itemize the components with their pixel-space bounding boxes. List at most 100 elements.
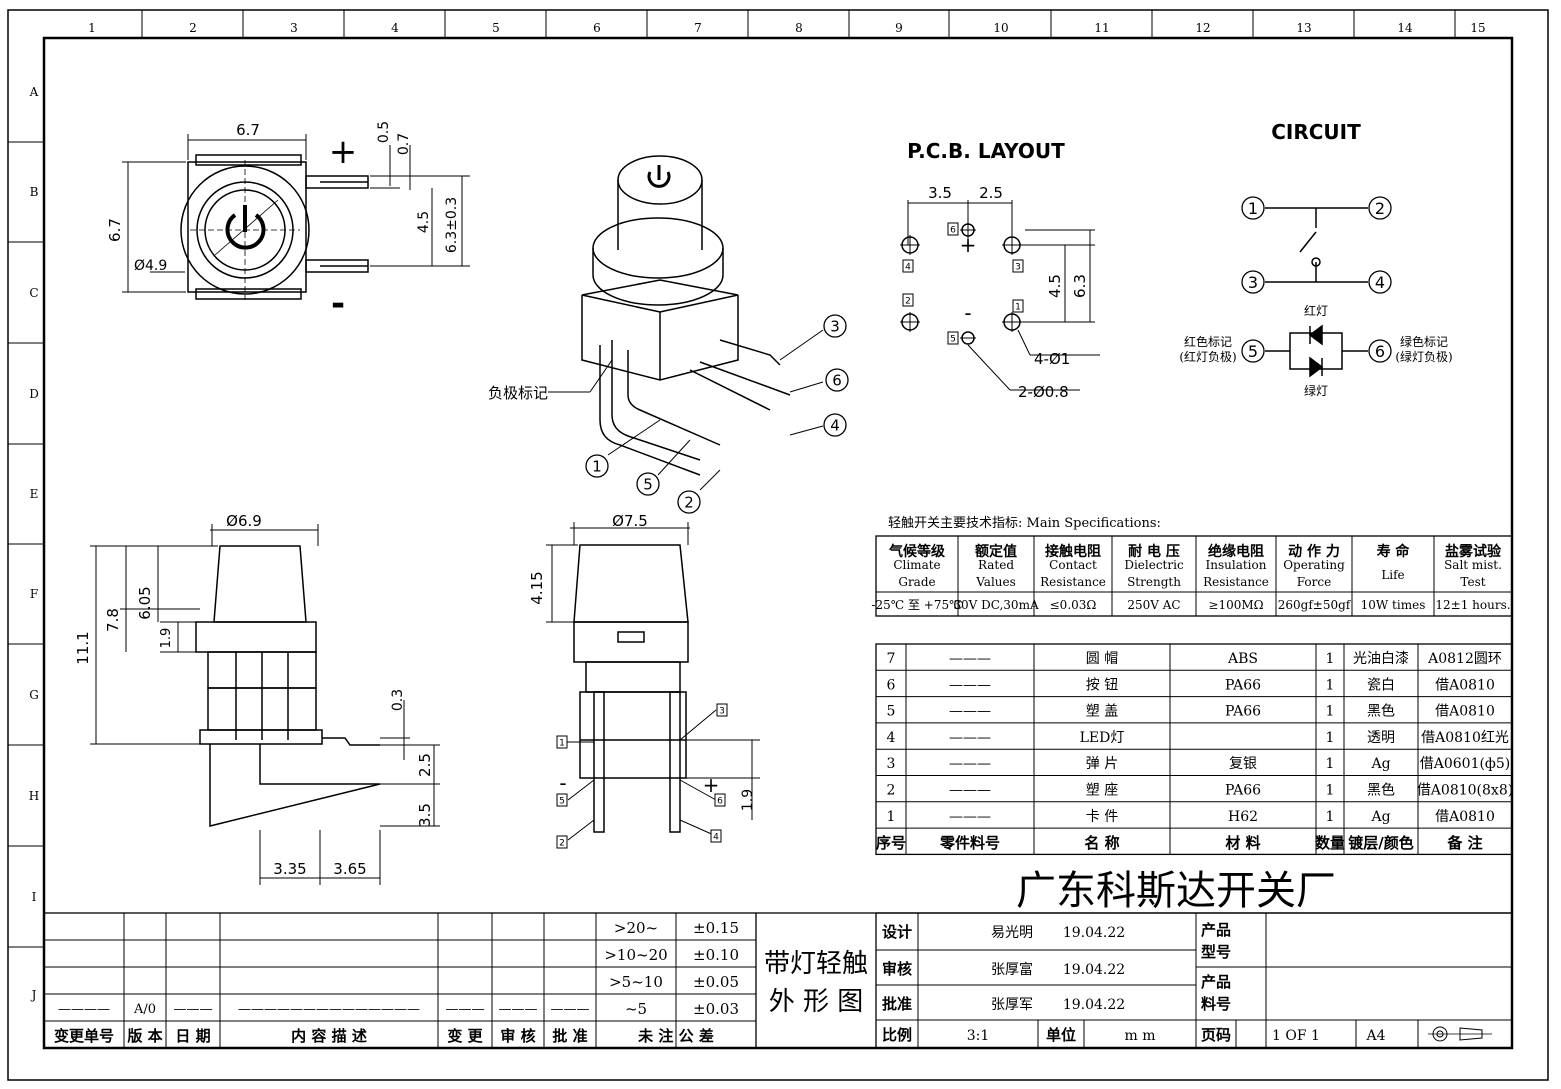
spec-header-cn: 耐 电 压 bbox=[1128, 543, 1180, 560]
spec-value: ≤0.03Ω bbox=[1050, 598, 1097, 612]
callout-1-text: 1 bbox=[592, 457, 602, 475]
row-label: F bbox=[30, 587, 38, 601]
row-label: A bbox=[29, 85, 39, 99]
circuit-node-6-text: 6 bbox=[1375, 342, 1385, 361]
revision-block: >20~±0.15>10~20±0.10>5~10±0.05~5±0.03———… bbox=[43, 912, 877, 1049]
page-value: 1 OF 1 bbox=[1272, 1028, 1320, 1044]
bom-cell: 弹 片 bbox=[1086, 756, 1118, 772]
circuit-node-3: 3 bbox=[1241, 270, 1265, 294]
side-pin-6: 6 bbox=[714, 793, 726, 807]
callout-4: 4 bbox=[823, 413, 847, 437]
row-label: E bbox=[30, 487, 39, 501]
revision-header: 变 更 bbox=[447, 1027, 483, 1045]
side-pin-4: 4 bbox=[710, 829, 722, 843]
tolerance-value: ±0.15 bbox=[693, 919, 739, 937]
paper-size: A4 bbox=[1365, 1028, 1385, 1044]
pcb-pin-1: 1 bbox=[1012, 299, 1024, 313]
pcb-title: P.C.B. LAYOUT bbox=[907, 139, 1065, 163]
row-label: G bbox=[29, 688, 39, 702]
projection-symbol-icon bbox=[1428, 1026, 1492, 1042]
company-name: 广东科斯达开关厂 bbox=[1016, 868, 1336, 914]
bom-cell: PA66 bbox=[1225, 783, 1261, 799]
revision-header: 变更单号 bbox=[54, 1027, 114, 1045]
spec-header-en: Climate bbox=[893, 558, 940, 572]
spec-header-cn: 接触电阻 bbox=[1045, 543, 1101, 560]
bom-cell: H62 bbox=[1228, 809, 1258, 825]
callout-6: 6 bbox=[825, 368, 849, 392]
front-h-605: 6.05 bbox=[136, 586, 154, 619]
spec-header-en2: Strength bbox=[1127, 575, 1181, 589]
spec-header-en: Life bbox=[1381, 568, 1404, 582]
dim-07: 0.7 bbox=[396, 133, 412, 155]
tolerance-value: ±0.05 bbox=[693, 973, 739, 991]
front-view bbox=[90, 524, 440, 885]
bom-cell: 借A0601(ф5) bbox=[1420, 756, 1511, 772]
spec-header-en2: Test bbox=[1460, 575, 1485, 589]
bom-header: 备 注 bbox=[1446, 834, 1482, 852]
spec-header-en: Operating bbox=[1283, 558, 1345, 572]
spec-header-cn: 动 作 力 bbox=[1288, 543, 1340, 560]
bom-cell: 1 bbox=[1326, 704, 1335, 720]
product-code-label: 产品料号 bbox=[1201, 973, 1231, 1013]
bom-cell: 复银 bbox=[1229, 755, 1257, 772]
spec-header-en: Insulation bbox=[1206, 558, 1267, 572]
bom-header: 序号 bbox=[876, 834, 906, 852]
spec-value: 250V AC bbox=[1127, 598, 1180, 612]
row-label: D bbox=[29, 387, 39, 401]
row-label: I bbox=[32, 890, 37, 904]
scale-label: 比例 bbox=[882, 1026, 912, 1044]
front-h-19: 1.9 bbox=[159, 628, 174, 649]
bom-cell: 按 钮 bbox=[1086, 677, 1118, 693]
pcb-pin-4: 4 bbox=[902, 259, 914, 273]
side-pin-2-text: 2 bbox=[559, 839, 565, 849]
pcb-pin-2-text: 2 bbox=[905, 297, 911, 307]
bom-cell: ——— bbox=[949, 756, 991, 772]
approval-date: 19.04.22 bbox=[1063, 997, 1125, 1013]
red-mark-sub: (红灯负极) bbox=[1179, 349, 1236, 364]
bom-cell: 2 bbox=[887, 783, 896, 799]
bom-cell: 借A0810红光 bbox=[1421, 730, 1509, 746]
pcb-pin-3-text: 3 bbox=[1015, 263, 1021, 273]
minus-mark: - bbox=[331, 284, 345, 324]
spec-header-en: Dielectric bbox=[1124, 558, 1184, 572]
callout-2: 2 bbox=[677, 490, 701, 514]
revision-cell: ———— bbox=[58, 1002, 110, 1017]
bom-cell: 黑色 bbox=[1367, 782, 1395, 799]
pcb-pin-1-text: 1 bbox=[1015, 303, 1021, 313]
approval-role: 审核 bbox=[882, 960, 912, 978]
approval-date: 19.04.22 bbox=[1063, 962, 1125, 978]
front-w-365: 3.65 bbox=[333, 860, 366, 878]
bom-cell: ——— bbox=[949, 677, 991, 693]
spec-value: -25℃ 至 +75℃ bbox=[871, 598, 962, 612]
callout-5: 5 bbox=[636, 472, 660, 496]
pcb-pin-6: 6 bbox=[947, 222, 959, 236]
drawing-title-2: 外 形 图 bbox=[769, 987, 864, 1017]
circuit-node-3-text: 3 bbox=[1248, 273, 1258, 292]
column-label: 3 bbox=[290, 21, 298, 35]
column-label: 7 bbox=[694, 21, 702, 35]
side-h-415: 4.15 bbox=[528, 571, 546, 604]
approval-date: 19.04.22 bbox=[1063, 925, 1125, 941]
bom-cell: 1 bbox=[1326, 809, 1335, 825]
product-model-label: 产品型号 bbox=[1201, 921, 1231, 961]
pcb-hole-2: 2-Ø0.8 bbox=[1018, 383, 1069, 401]
circuit-node-5-text: 5 bbox=[1248, 342, 1258, 361]
pcb-pin-4-text: 4 bbox=[905, 263, 911, 273]
side-pin-3-text: 3 bbox=[719, 707, 725, 717]
bom-header: 镀层/颜色 bbox=[1348, 834, 1413, 852]
bom-cell: 3 bbox=[887, 756, 896, 772]
bom-cell: 6 bbox=[887, 677, 896, 693]
bom-cell: 瓷白 bbox=[1367, 677, 1395, 693]
tolerance-value: ±0.10 bbox=[693, 946, 739, 964]
callout-5-text: 5 bbox=[643, 475, 653, 493]
side-pin-6-text: 6 bbox=[717, 797, 723, 807]
spec-header-cn: 气候等级 bbox=[888, 543, 946, 560]
iso-view bbox=[548, 155, 824, 491]
revision-header: 版 本 bbox=[127, 1027, 162, 1045]
approval-role: 设计 bbox=[882, 923, 912, 941]
bom-cell: 透明 bbox=[1367, 730, 1395, 746]
